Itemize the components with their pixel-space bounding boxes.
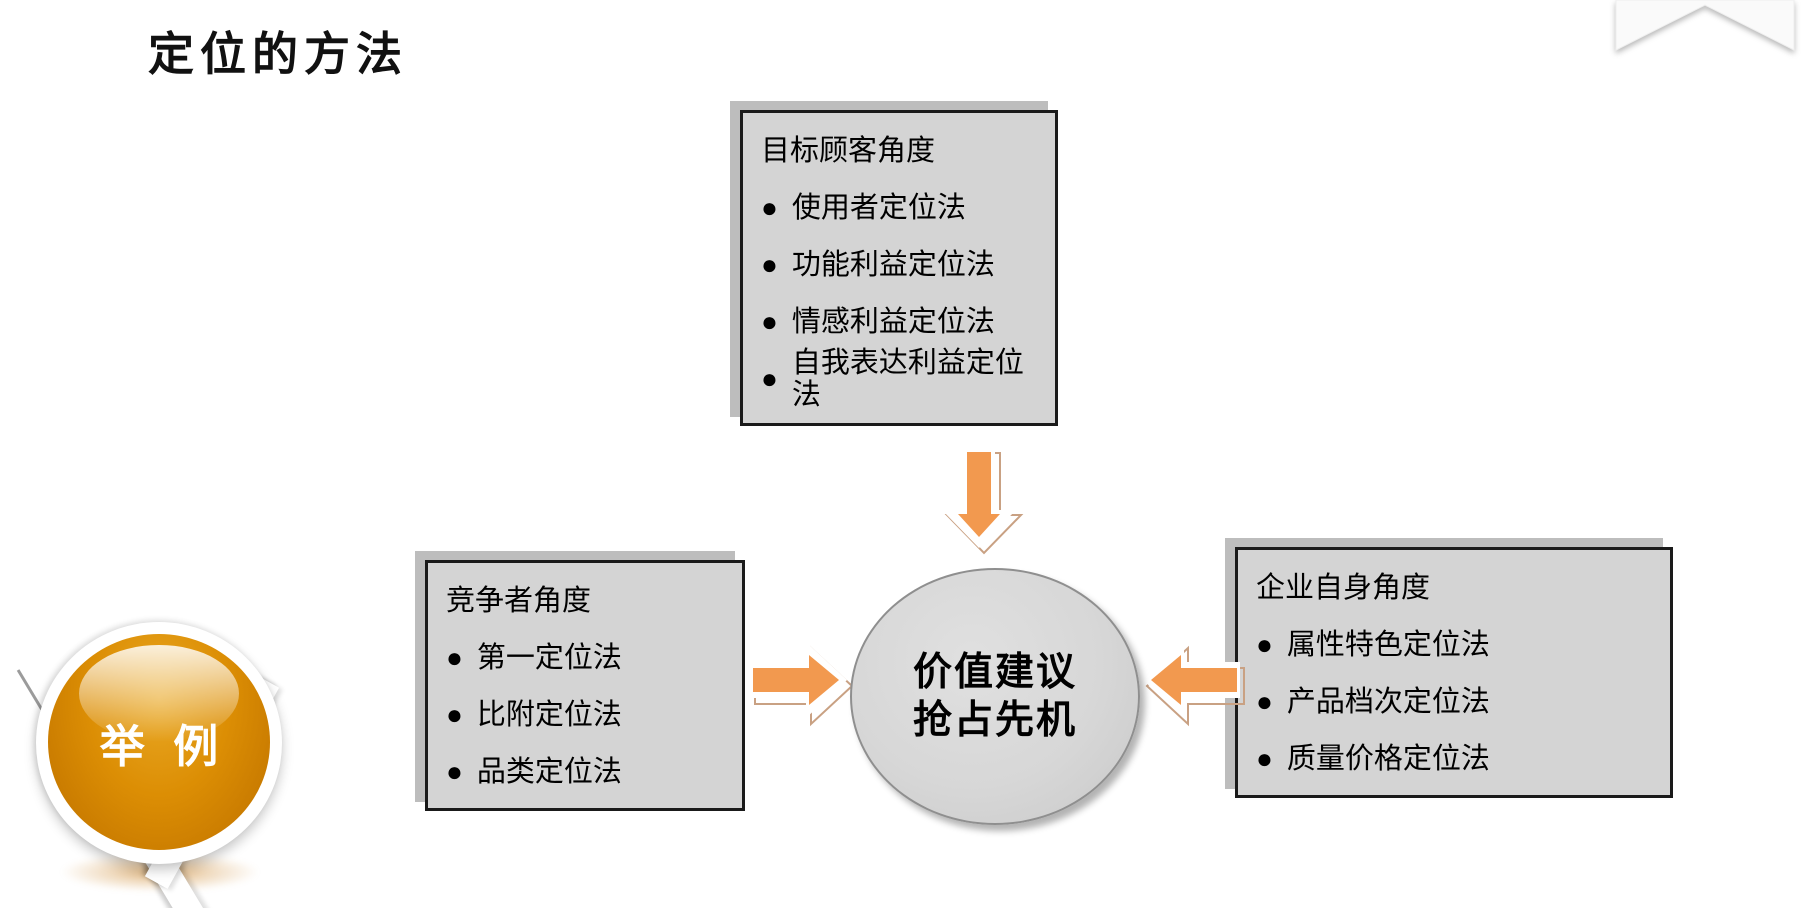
list-item: ● 功能利益定位法 <box>761 237 1037 294</box>
list-item-label: 产品档次定位法 <box>1286 685 1490 718</box>
right-arrow-icon <box>750 642 854 727</box>
list-item: ● 比附定位法 <box>446 687 724 744</box>
list-item: ● 质量价格定位法 <box>1256 731 1652 788</box>
bullet-icon: ● <box>761 305 778 337</box>
badge-gloss <box>79 644 239 742</box>
bullet-icon: ● <box>446 641 463 673</box>
list-item: ● 使用者定位法 <box>761 180 1037 237</box>
list-item-label: 功能利益定位法 <box>791 248 995 281</box>
bullet-icon: ● <box>761 362 778 394</box>
list-item: ● 产品档次定位法 <box>1256 674 1652 731</box>
left-arrow-icon <box>1143 642 1245 727</box>
list-item: ● 第一定位法 <box>446 630 724 687</box>
list-item: ● 品类定位法 <box>446 744 724 801</box>
bullet-icon: ● <box>446 698 463 730</box>
bullet-icon: ● <box>1256 628 1273 660</box>
box-header: 目标顾客角度 <box>761 134 936 167</box>
bullet-icon: ● <box>761 248 778 280</box>
list-item-label: 属性特色定位法 <box>1286 628 1490 661</box>
page-title: 定位的方法 <box>148 29 408 80</box>
company-self-box: 企业自身角度 ● 属性特色定位法 ● 产品档次定位法 ● 质量价格定位法 <box>1235 547 1673 798</box>
list-item: ● 属性特色定位法 <box>1256 617 1652 674</box>
bullet-icon: ● <box>446 755 463 787</box>
list-item-label: 品类定位法 <box>476 755 622 788</box>
badge-label: 举 例 <box>99 720 227 772</box>
ellipse-line-1: 价值建议 <box>912 650 1077 694</box>
list-item-label: 比附定位法 <box>476 698 622 731</box>
down-arrow-icon <box>942 448 1024 555</box>
bullet-icon: ● <box>1256 685 1273 717</box>
list-item-label: 情感利益定位法 <box>791 305 995 338</box>
value-proposition-ellipse: 价值建议 抢占先机 <box>850 568 1140 825</box>
bullet-icon: ● <box>1256 742 1273 774</box>
list-item-label: 第一定位法 <box>476 641 622 674</box>
bookmark-ribbon-icon <box>1615 0 1795 51</box>
list-item-label: 自我表达利益定位法 <box>791 346 1024 411</box>
list-item: ● 自我表达利益定位法 <box>761 347 1037 411</box>
target-customer-box: 目标顾客角度 ● 使用者定位法 ● 功能利益定位法 ● 情感利益定位法 ● 自我… <box>740 110 1058 426</box>
ellipse-line-2: 抢占先机 <box>912 698 1077 742</box>
example-badge: 举 例 <box>48 634 270 850</box>
competitor-box: 竞争者角度 ● 第一定位法 ● 比附定位法 ● 品类定位法 <box>425 560 745 811</box>
list-item-label: 质量价格定位法 <box>1286 742 1490 775</box>
box-header: 企业自身角度 <box>1256 571 1431 604</box>
list-item-label: 使用者定位法 <box>791 191 966 224</box>
box-header: 竞争者角度 <box>446 584 592 617</box>
list-item: ● 情感利益定位法 <box>761 294 1037 351</box>
bullet-icon: ● <box>761 191 778 223</box>
